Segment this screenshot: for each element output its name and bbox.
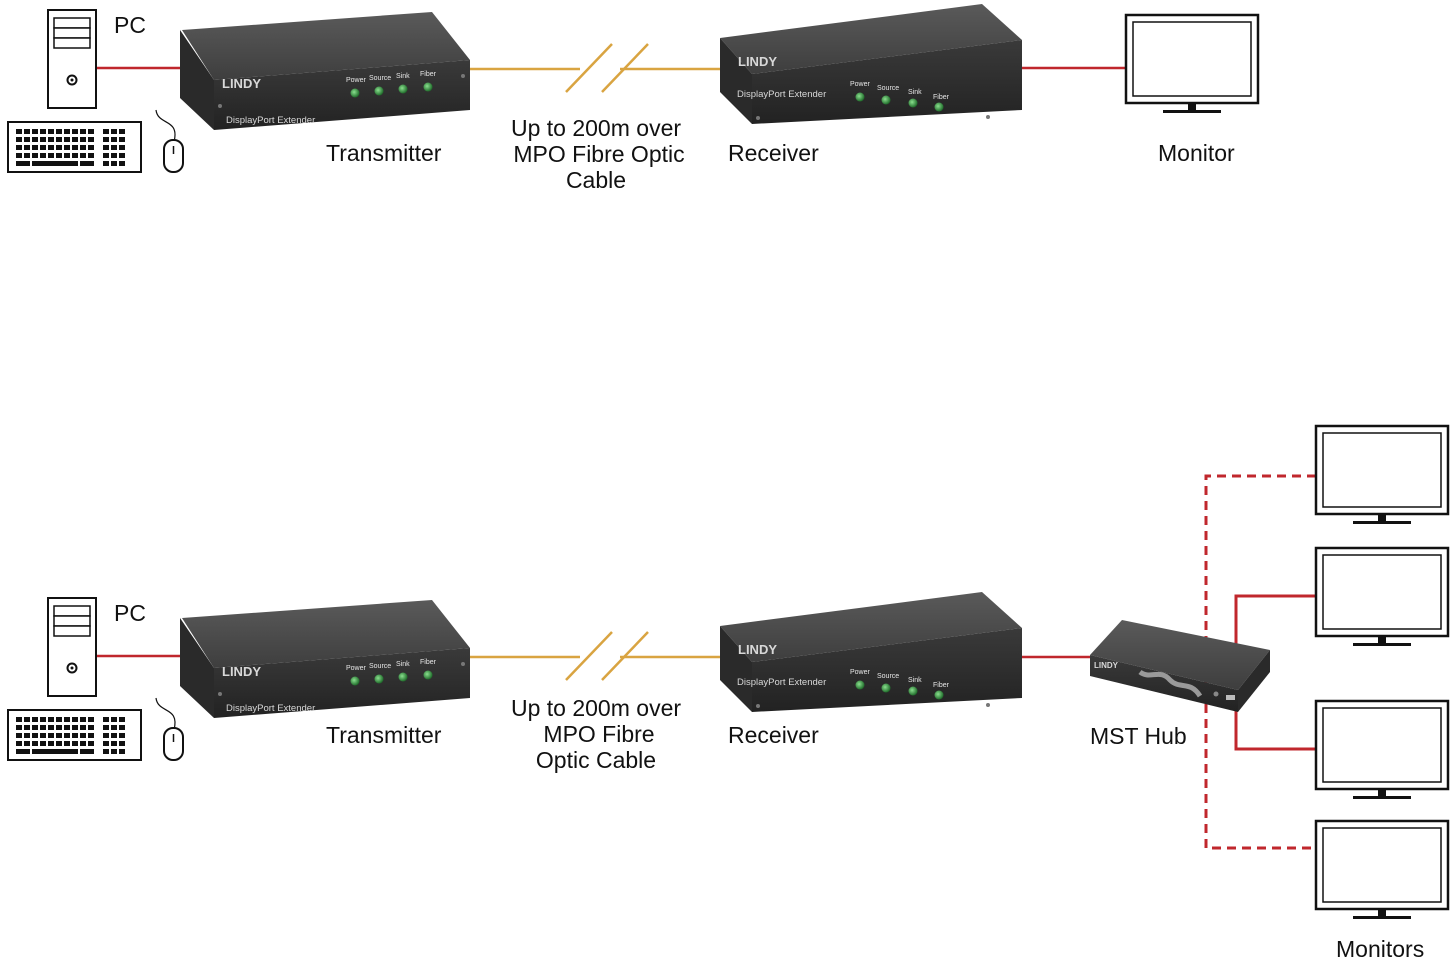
led-icon (374, 674, 384, 684)
led-icon (934, 102, 944, 112)
keyboard-mouse-icon (7, 109, 184, 173)
led-icon (908, 686, 918, 696)
led-icon (881, 683, 891, 693)
monitor-icon (1314, 546, 1450, 648)
monitor-icon (1314, 424, 1450, 526)
mst-hub-label: MST Hub (1090, 723, 1187, 749)
led-label-source: Source (369, 75, 391, 82)
transmitter-label: Transmitter (326, 722, 442, 748)
led-label-source: Source (877, 673, 899, 680)
receiver-label: Receiver (728, 722, 819, 748)
led-icon (398, 672, 408, 682)
pc-icon (47, 597, 97, 697)
led-label-power: Power (346, 77, 367, 84)
device-brand-logo: LINDY (222, 664, 261, 679)
led-label-power: Power (850, 81, 871, 88)
hub-brand-logo: LINDY (1094, 661, 1119, 670)
cable-label-line-1: Up to 200m over (511, 115, 681, 141)
cable-label-line-2: MPO Fibre Optic (513, 141, 684, 167)
transmitter-device: LINDY DisplayPort Extender Power Source … (180, 600, 470, 718)
fibre-break-mark (601, 43, 649, 93)
hub-cable-2 (1234, 594, 1316, 644)
led-label-sink: Sink (396, 661, 410, 668)
cable-label-line-3: Optic Cable (536, 747, 656, 773)
led-label-power: Power (346, 665, 367, 672)
diagram-top: PC LINDY DisplayPort Extender Power Sour… (7, 4, 1260, 193)
cable-label-line-1: Up to 200m over (511, 695, 681, 721)
device-model-label: DisplayPort Extender (737, 677, 826, 688)
diagram-bottom: PC LINDY DisplayPort Extender Power Sour… (7, 424, 1450, 960)
led-icon (398, 84, 408, 94)
led-icon (423, 82, 433, 92)
led-icon (934, 690, 944, 700)
led-label-source: Source (877, 85, 899, 92)
hub-cable-3 (1234, 702, 1316, 751)
led-label-fiber: Fiber (933, 682, 950, 689)
led-icon (350, 676, 360, 686)
cable-label-line-3: Cable (566, 167, 626, 193)
fibre-break-mark (565, 43, 613, 93)
transmitter-label: Transmitter (326, 140, 442, 166)
led-icon (908, 98, 918, 108)
receiver-device: LINDY DisplayPort Extender Power Source … (720, 592, 1022, 712)
device-brand-logo: LINDY (738, 642, 777, 657)
led-label-source: Source (369, 663, 391, 670)
receiver-device: LINDY DisplayPort Extender Power Source … (720, 4, 1022, 124)
monitor-icon (1314, 699, 1450, 801)
device-model-label: DisplayPort Extender (226, 115, 315, 126)
led-label-sink: Sink (908, 89, 922, 96)
led-icon (374, 86, 384, 96)
led-label-sink: Sink (396, 73, 410, 80)
monitors-label: Monitors (1336, 936, 1424, 960)
hub-cable-dashed-4 (1204, 704, 1316, 850)
receiver-label: Receiver (728, 140, 819, 166)
led-icon (855, 92, 865, 102)
led-label-fiber: Fiber (933, 94, 950, 101)
hub-cable-dashed-1 (1204, 474, 1316, 690)
device-brand-logo: LINDY (222, 76, 261, 91)
fibre-break-mark (565, 631, 613, 681)
device-brand-logo: LINDY (738, 54, 777, 69)
led-icon (423, 670, 433, 680)
device-model-label: DisplayPort Extender (226, 703, 315, 714)
monitor-icon (1124, 13, 1260, 115)
led-icon (881, 95, 891, 105)
led-label-fiber: Fiber (420, 659, 437, 666)
pc-label: PC (114, 12, 146, 38)
led-icon (855, 680, 865, 690)
led-icon (350, 88, 360, 98)
pc-label: PC (114, 600, 146, 626)
keyboard-mouse-icon (7, 697, 184, 761)
monitor-icon (1314, 819, 1450, 921)
pc-icon (47, 9, 97, 109)
monitor-label: Monitor (1158, 140, 1235, 166)
mst-hub-device: LINDY (1090, 620, 1270, 712)
device-model-label: DisplayPort Extender (737, 89, 826, 100)
led-label-sink: Sink (908, 677, 922, 684)
led-label-fiber: Fiber (420, 71, 437, 78)
fibre-break-mark (601, 631, 649, 681)
transmitter-device: LINDY DisplayPort Extender Power Source … (180, 12, 470, 130)
cable-label-line-2: MPO Fibre (543, 721, 654, 747)
led-label-power: Power (850, 669, 871, 676)
